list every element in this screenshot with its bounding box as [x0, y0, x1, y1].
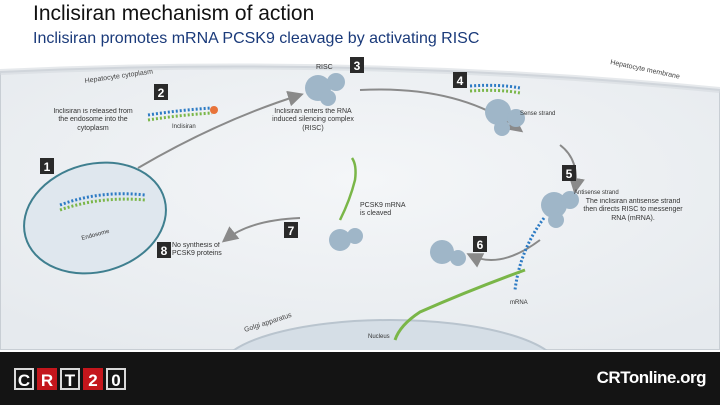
endosome-shape — [23, 161, 167, 275]
risc-complex-step4 — [485, 99, 525, 136]
crtonline-logo[interactable]: CRTonline.org — [596, 368, 707, 387]
step-7-text: PCSK9 mRNA is cleaved — [360, 202, 406, 218]
svg-text:4: 4 — [457, 74, 464, 88]
crt20-logo: C R T 2 0 — [14, 368, 126, 390]
slide-subtitle: Inclisiran promotes mRNA PCSK9 cleavage … — [33, 30, 480, 47]
step-4-box: 4 — [453, 72, 467, 88]
antisense-strand-label: Antisense strand — [574, 190, 619, 196]
footer-bar: C R T 2 0 CRTonline.org — [0, 352, 720, 405]
step-1-box: 1 — [40, 158, 54, 174]
crt-letter: R — [37, 368, 57, 390]
step-2-box: 2 — [154, 84, 168, 100]
crt-letter: T — [60, 368, 80, 390]
step-5-text: The inclisiran antisense strand then dir… — [583, 198, 683, 222]
inclisiran-label: Inclisiran — [172, 124, 196, 130]
step-3-box: 3 — [350, 57, 364, 73]
step-4-text: Inclisiran enters the RNA induced silenc… — [272, 108, 354, 132]
step-8-box: 8 — [157, 242, 171, 258]
mrna-strand — [393, 268, 526, 341]
risc-complex-step7 — [329, 228, 363, 251]
crt-letter: 0 — [106, 368, 126, 390]
slide-title: Inclisiran mechanism of action — [33, 2, 315, 25]
risc-label: RISC — [316, 64, 333, 71]
crt-letter: C — [14, 368, 34, 390]
crt-letter: 2 — [83, 368, 103, 390]
svg-text:8: 8 — [161, 244, 168, 258]
svg-text:7: 7 — [288, 224, 295, 238]
mrna-label: mRNA — [510, 300, 528, 306]
hepatocyte-membrane-label: Hepatocyte membrane — [610, 59, 681, 81]
risc-complex-top — [305, 73, 345, 106]
step-2-text: Inclisiran is released from the endosome… — [53, 108, 133, 132]
svg-text:2: 2 — [158, 86, 165, 100]
step-8-text: No synthesis of PCSK9 proteins — [172, 242, 222, 258]
step-7-box: 7 — [284, 222, 298, 238]
nucleus-label: Nucleus — [368, 334, 390, 340]
nucleus-shape — [232, 319, 548, 350]
mechanism-diagram: 1 2 3 4 5 6 7 8 Hepatocyte cytoplasm Hep… — [0, 57, 720, 350]
svg-text:5: 5 — [566, 167, 573, 181]
step-5-box: 5 — [562, 165, 576, 181]
svg-text:1: 1 — [44, 160, 51, 174]
risc-complex-step5 — [541, 191, 579, 228]
step-6-box: 6 — [473, 236, 487, 252]
sense-strand-label: Sense strand — [520, 111, 555, 117]
risc-complex-step6 — [430, 240, 466, 266]
svg-text:6: 6 — [477, 238, 484, 252]
svg-text:3: 3 — [354, 59, 361, 73]
